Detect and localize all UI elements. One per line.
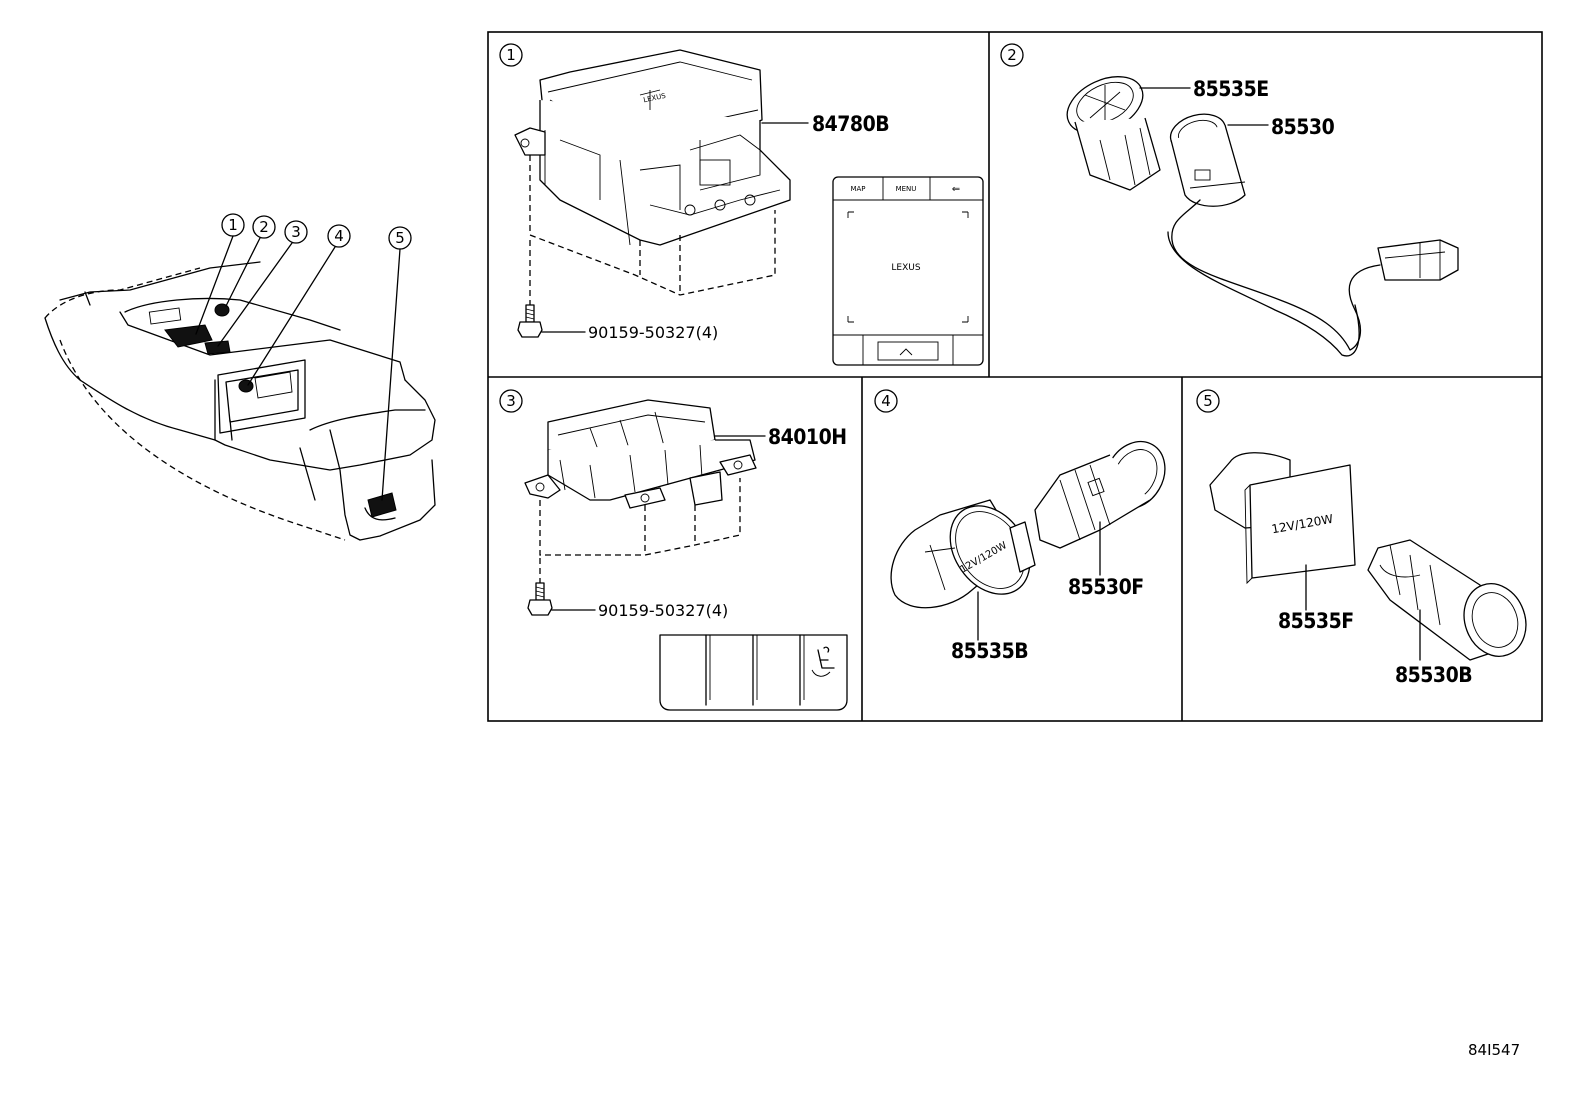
screw-90159-50327[interactable]: [517, 240, 586, 338]
svg-text:4: 4: [334, 227, 344, 245]
part-number-85535B: 85535B: [951, 639, 1028, 663]
screw-90159-50327-p3[interactable]: [527, 558, 596, 616]
touchpad-inset: MAP MENU ⇐ LEXUS: [832, 176, 984, 366]
svg-text:3: 3: [506, 392, 516, 410]
svg-text:2: 2: [259, 218, 269, 236]
part-number-90159-50327-p1: 90159-50327(4): [588, 323, 718, 342]
part-number-85530: 85530: [1271, 115, 1335, 139]
callout-2[interactable]: 2: [225, 215, 276, 307]
svg-text:3: 3: [291, 223, 301, 241]
back-button-label[interactable]: ⇐: [952, 184, 960, 195]
seat-switch-inset: [659, 634, 848, 711]
panel-3: 3 84010H 90159-50327(4): [499, 389, 848, 711]
brand-logo: LEXUS: [891, 263, 920, 273]
callout-4[interactable]: 4: [247, 224, 351, 386]
seat-heater-icon: [817, 646, 835, 669]
panel-5: 5 12V/120W 85535F 85530B: [1196, 389, 1536, 687]
svg-text:1: 1: [506, 46, 516, 64]
socket-85530F[interactable]: [1034, 431, 1177, 576]
diagram-code: 84I547: [1468, 1041, 1520, 1059]
map-button-label[interactable]: MAP: [850, 185, 865, 193]
switch-assembly-84010H[interactable]: [524, 399, 766, 556]
switch-assembly-84780B[interactable]: LEXUS: [514, 49, 809, 296]
socket-85530[interactable]: [1166, 108, 1459, 357]
svg-text:1: 1: [228, 216, 238, 234]
panel-5-number: 5: [1196, 389, 1220, 413]
socket-housing-85535E[interactable]: [1058, 65, 1191, 191]
socket-cover-85535F[interactable]: 12V/120W: [1209, 452, 1356, 611]
callout-3[interactable]: 3: [217, 220, 308, 347]
panel-1-number: 1: [499, 43, 523, 67]
panel-3-number: 3: [499, 389, 523, 413]
panel-2-number: 2: [1000, 43, 1024, 67]
panel-4-number: 4: [874, 389, 898, 413]
svg-text:5: 5: [1203, 392, 1213, 410]
part-number-84780B: 84780B: [812, 112, 889, 136]
part-number-85530B: 85530B: [1395, 663, 1472, 687]
socket-85535B[interactable]: 12V/120W: [890, 491, 1046, 641]
svg-text:4: 4: [881, 392, 891, 410]
panel-2: 2 85535E 85530: [1000, 43, 1459, 357]
panel-1: 1 LEXUS 84780B: [499, 43, 984, 366]
part-number-85530F: 85530F: [1068, 575, 1144, 599]
callout-1[interactable]: 1: [195, 213, 245, 335]
panel-grid: [487, 31, 1543, 722]
svg-text:5: 5: [395, 229, 405, 247]
panel-4: 4 12V/120W 85535B 85530F: [874, 389, 1177, 663]
part-number-90159-50327-p3: 90159-50327(4): [598, 601, 728, 620]
console-overview: 1 2 3 4 5: [44, 213, 436, 541]
part-number-85535F: 85535F: [1278, 609, 1354, 633]
svg-text:2: 2: [1007, 46, 1017, 64]
part-number-85535E: 85535E: [1193, 77, 1269, 101]
part-number-84010H: 84010H: [768, 425, 847, 449]
socket-85530B[interactable]: [1367, 539, 1536, 665]
callout-5[interactable]: 5: [381, 226, 412, 501]
menu-button-label[interactable]: MENU: [896, 185, 917, 193]
